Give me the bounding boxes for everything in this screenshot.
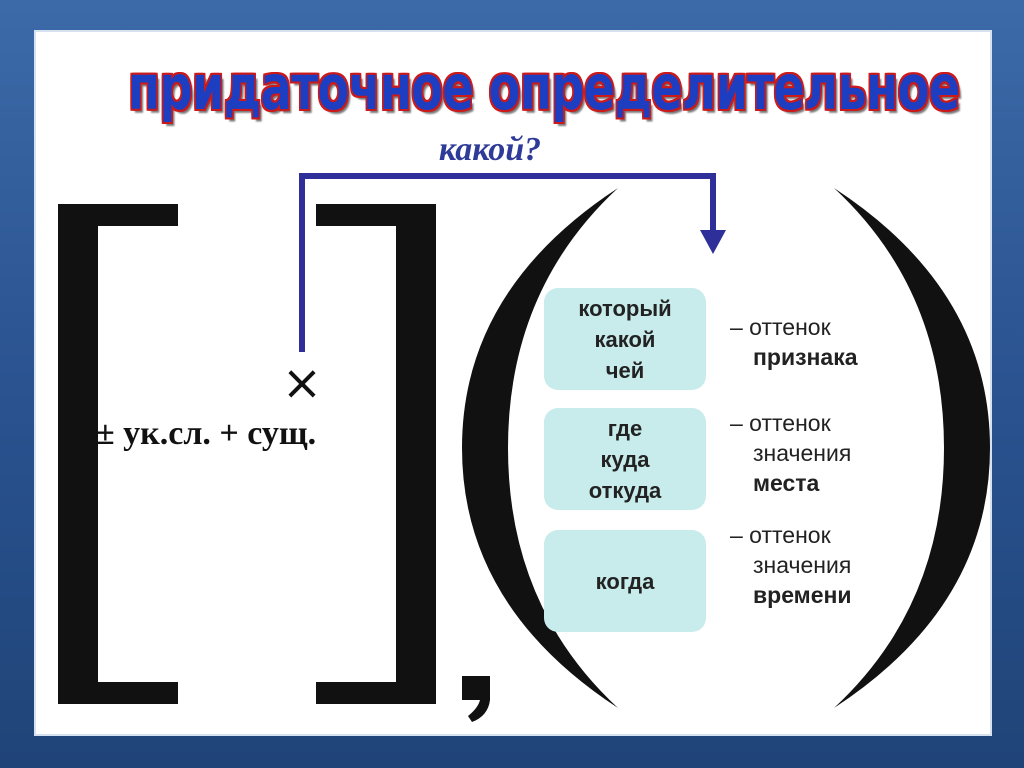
note-emphasis: времени: [753, 582, 852, 608]
arrow-head: [700, 230, 726, 254]
connector-line: [299, 173, 716, 352]
box-word: какой: [594, 326, 656, 352]
box-word: откуда: [588, 477, 662, 503]
main-clause-formula: ± ук.сл. + сущ.: [96, 415, 317, 452]
conjunction-box-time: когда: [544, 530, 706, 632]
defined-word-mark: ×: [281, 355, 323, 411]
box-word: который: [578, 295, 672, 321]
right-square-bracket: [316, 204, 436, 704]
right-round-bracket: [834, 188, 990, 708]
conjunction-box-attribute: который какой чей: [544, 288, 706, 390]
note-line: – оттенок: [730, 522, 831, 548]
box-word: когда: [595, 568, 655, 594]
note-line: – оттенок: [730, 410, 831, 436]
conjunction-box-place: где куда откуда: [544, 408, 706, 510]
left-round-bracket: [462, 188, 618, 708]
left-square-bracket: [58, 204, 178, 704]
question-label: какой?: [438, 131, 542, 168]
box-word: куда: [600, 446, 650, 472]
note-line: – оттенок: [730, 314, 831, 340]
note-place: – оттенок значения места: [730, 408, 930, 498]
note-time: – оттенок значения времени: [730, 520, 930, 610]
note-attribute: – оттенок признака: [730, 312, 930, 372]
note-line: значения: [753, 552, 852, 578]
box-word: где: [607, 415, 643, 441]
note-emphasis: признака: [753, 344, 858, 370]
box-word: чей: [605, 357, 645, 383]
note-emphasis: места: [753, 470, 820, 496]
comma: [462, 676, 490, 722]
slide-title: придаточное определительное: [128, 51, 960, 124]
note-line: значения: [753, 440, 852, 466]
